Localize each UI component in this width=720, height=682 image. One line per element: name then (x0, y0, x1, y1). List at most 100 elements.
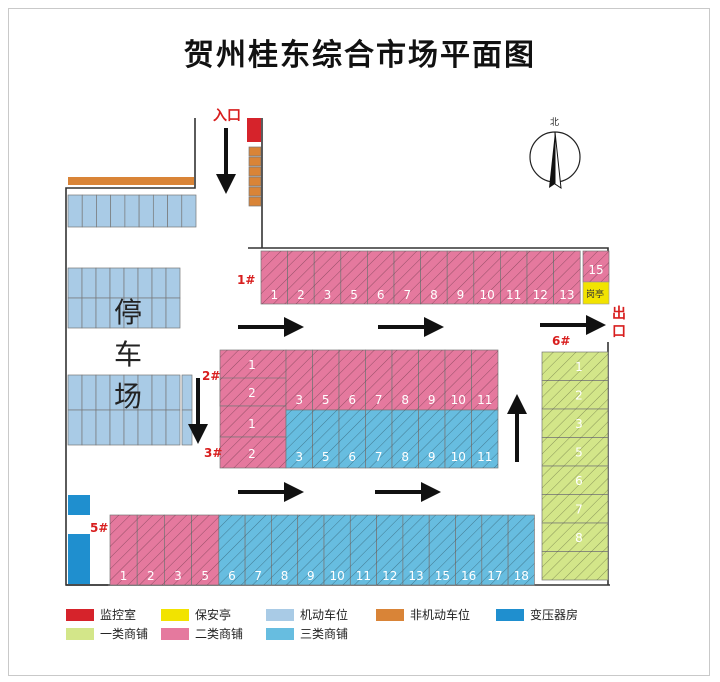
shop-block6-label: 2 (575, 389, 583, 403)
shop-block1-label: 2 (297, 288, 305, 302)
shop-block3-8-hatch (392, 410, 419, 468)
shop-block6-row-hatch (542, 551, 608, 580)
shop-block1-3-hatch (314, 251, 341, 304)
legend-item-shop_class1: 一类商铺 (66, 625, 161, 642)
shop-block6-row-hatch (542, 494, 608, 523)
shop-block3-label: 9 (428, 450, 436, 464)
shop-block1-label: 3 (324, 288, 332, 302)
block-6-name: 6# (552, 334, 570, 348)
non-motor-stall (248, 166, 262, 177)
shop-block5-label: 18 (514, 569, 529, 583)
parking-stall-bottom (67, 409, 83, 446)
legend-item-monitor_room: 监控室 (66, 606, 161, 623)
parking-stall-top (124, 194, 140, 228)
shop-block2-3-hatch (286, 350, 313, 410)
shop-block5-label: 8 (281, 569, 289, 583)
shop-block5-label: 3 (174, 569, 182, 583)
legend-swatch-shop_class3 (266, 627, 294, 640)
block-1-name: 1# (237, 273, 255, 287)
parking-stall-mid (95, 267, 111, 299)
transformer-room-2 (68, 534, 90, 584)
parking-stall-mid (81, 297, 97, 329)
shop-block3-5-hatch (312, 410, 339, 468)
block-2-name: 2# (202, 369, 220, 383)
legend-item-guard_booth: 保安亭 (161, 606, 266, 623)
parking-label-2: 车 (114, 338, 142, 371)
compass-north-label: 北 (550, 117, 559, 128)
shop-block3-left-label-1: 1 (248, 417, 256, 431)
shop-block1-corner-label: 15 (588, 263, 603, 277)
shop-block1-11-hatch (500, 251, 527, 304)
shop-block3-label: 10 (451, 450, 466, 464)
parking-label-3: 场 (114, 380, 142, 413)
shop-block3-label: 8 (401, 450, 409, 464)
shop-block5-13-hatch (402, 515, 430, 585)
parking-stall-mid (81, 267, 97, 299)
shop-block5-11-hatch (350, 515, 377, 585)
shop-block1-label: 11 (506, 288, 521, 302)
legend-label-guard_booth: 保安亭 (195, 608, 232, 622)
parking-stall-bottom (165, 409, 181, 446)
parking-stall-bottom (67, 374, 83, 411)
shop-block5-label: 13 (408, 569, 423, 583)
shop-block1-6-hatch (367, 251, 394, 304)
shop-block3-label: 5 (322, 450, 330, 464)
shop-block3-left-2-hatch (220, 437, 286, 468)
parking-stall-mid (151, 267, 167, 299)
shop-block3-left-label-2: 2 (248, 447, 256, 461)
legend-label-shop_class3: 三类商铺 (300, 627, 349, 641)
legend-row-2: 一类商铺二类商铺三类商铺 (66, 625, 376, 642)
shop-block5-3-hatch (164, 515, 192, 585)
shop-block5-label: 6 (228, 569, 236, 583)
shop-block2-label: 7 (375, 393, 383, 407)
parking-stall-mid (137, 267, 153, 299)
shop-block2-5-hatch (312, 350, 339, 410)
shop-block3-left-1-hatch (220, 406, 286, 437)
shop-block5-5-hatch (191, 515, 219, 585)
shop-block5-label: 16 (461, 569, 476, 583)
shop-block2-left-label-2: 2 (248, 386, 256, 400)
parking-stall-mid (165, 297, 181, 329)
monitor-room (247, 118, 261, 142)
legend-swatch-non_motor_parking (376, 608, 404, 621)
parking-stall-mid (95, 297, 111, 329)
shop-block1-7-hatch (394, 251, 421, 304)
legend-swatch-guard_booth (161, 608, 189, 621)
shop-block3-label: 7 (375, 450, 383, 464)
shop-block3-11-hatch (471, 410, 498, 468)
shop-block2-10-hatch (445, 350, 472, 410)
shop-block1-corner-hatch (583, 251, 609, 282)
legend-label-transformer: 变压器房 (530, 608, 579, 622)
parking-stall-bottom (81, 374, 97, 411)
parking-stall-bottom (137, 409, 153, 446)
parking-stall-bottom (165, 374, 181, 411)
parking-stall-top (81, 194, 97, 228)
shop-block6-row-hatch (542, 409, 608, 438)
shop-block1-5-hatch (340, 251, 368, 304)
shop-block6-row-hatch (542, 380, 608, 409)
guard-booth-label: 岗亭 (586, 288, 604, 300)
shop-block6-label: 7 (575, 503, 583, 517)
shop-block2-label: 5 (322, 393, 330, 407)
shop-block6-label: 8 (575, 531, 583, 545)
shop-block5-label: 9 (307, 569, 315, 583)
compass-icon: 北 (529, 117, 581, 190)
shop-block1-2-hatch (287, 251, 315, 304)
traffic-arrows (188, 128, 606, 502)
parking-stall-top (138, 194, 154, 228)
parking-stall-top (152, 194, 168, 228)
shop-block2-label: 10 (451, 393, 466, 407)
parking-label-1: 停 (114, 296, 142, 329)
non-motor-parking-right (248, 146, 262, 207)
legend-item-parking: 机动车位 (266, 606, 376, 623)
shop-block5-9-hatch (297, 515, 324, 585)
legend-item-transformer: 变压器房 (496, 606, 606, 623)
shop-block6-label: 1 (575, 360, 583, 374)
parking-stall-mid (67, 267, 83, 299)
parking-stall-mid (165, 267, 181, 299)
shop-block5-label: 1 (120, 569, 128, 583)
